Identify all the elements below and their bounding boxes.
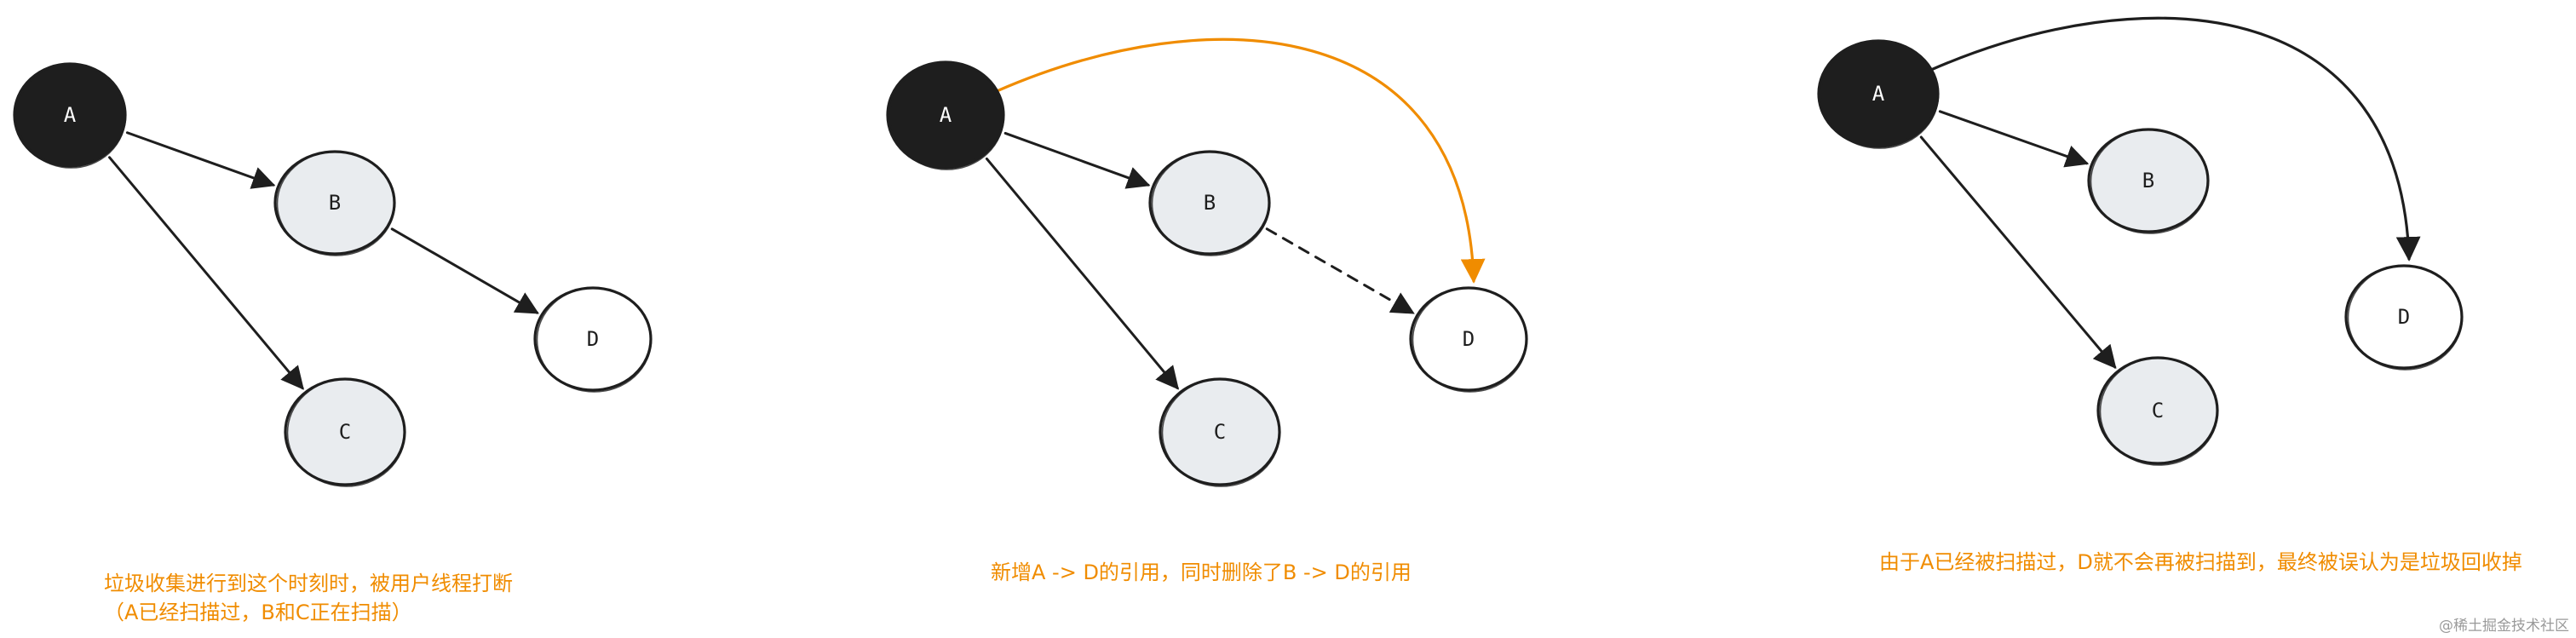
panel-1-edge-a-b [125, 131, 276, 189]
panel-2-node-c-outline [1161, 378, 1281, 487]
panel-3-edge-a-d [1929, 16, 2421, 262]
panel-1-node-a: A [13, 62, 127, 169]
panel-1-node-b-label: B [329, 191, 341, 215]
panel-1-node-c: C [284, 377, 406, 487]
panel-2-edge-a-d [995, 37, 1486, 284]
panel-1-caption-line-2: （A已经扫描过，B和C正在扫描） [104, 601, 412, 624]
panel-1-node-c-outline [286, 378, 406, 487]
panel-2-node-b-outline [1151, 151, 1271, 256]
panel-2-node-d-label: D [1463, 327, 1475, 351]
panel-3-edge-a-b [1938, 110, 2090, 168]
nodes-layer: A B C D A B C D A B C D [13, 39, 2464, 487]
panel-3-node-a-label: A [1872, 82, 1885, 106]
panel-2-node-a: A [886, 60, 1005, 170]
panel-1-node-a-outline [15, 63, 127, 169]
panel-2-edge-a-c [985, 157, 1179, 390]
panel-1-node-c-label: C [339, 420, 351, 444]
panel-1-node-d: D [533, 286, 653, 393]
panel-1-caption-line-1: 垃圾收集进行到这个时刻时，被用户线程打断 [104, 572, 513, 595]
panel-2-node-b: B [1148, 150, 1271, 256]
panel-2-node-c-label: C [1214, 420, 1226, 444]
panel-3-node-b: B [2087, 128, 2210, 234]
panel-2-edge-b-d [1265, 227, 1415, 314]
panel-3-node-d: D [2344, 264, 2464, 371]
panel-2-node-b-label: B [1204, 191, 1216, 215]
panel-3-edge-a-c [1919, 135, 2117, 370]
panel-1-node-b: B [273, 150, 396, 256]
panel-3-caption-line-1: 由于A已经被扫描过，D就不会再被扫描到，最终被误认为是垃圾回收掉 [1879, 550, 2522, 574]
panel-2-node-c: C [1159, 377, 1281, 487]
panel-1-node-b-outline [276, 151, 396, 256]
panel-2-caption: 新增A -> D的引用，同时删除了B -> D的引用 [991, 558, 1412, 587]
panel-3-node-b-label: B [2142, 169, 2154, 193]
panel-1-node-d-label: D [587, 327, 599, 351]
panel-2-edge-a-b [1003, 131, 1151, 189]
panel-2-node-a-label: A [940, 103, 952, 127]
panel-1-edge-b-d [390, 227, 539, 314]
panel-2-caption-line-1: 新增A -> D的引用，同时删除了B -> D的引用 [991, 560, 1412, 584]
panel-3-node-b-outline [2090, 129, 2210, 234]
panel-2-node-d-outline [1412, 287, 1528, 393]
panel-2-node-a-outline [888, 61, 1005, 170]
panel-3-node-a: A [1817, 39, 1940, 149]
panel-1-caption: 垃圾收集进行到这个时刻时，被用户线程打断 （A已经扫描过，B和C正在扫描） [104, 569, 513, 627]
panel-3-node-a-outline [1820, 40, 1940, 149]
panel-3-node-d-outline [2347, 265, 2464, 371]
panel-3-node-c: C [2096, 356, 2219, 466]
panel-3-node-d-label: D [2398, 305, 2410, 329]
panel-1-node-d-outline [536, 287, 653, 393]
panel-1-node-a-label: A [64, 103, 77, 127]
panel-1-edge-a-c [108, 156, 304, 390]
panel-3-node-c-label: C [2152, 399, 2164, 422]
edges-layer [108, 16, 2421, 390]
watermark: @稀土掘金技术社区 [2439, 618, 2569, 635]
panel-3-node-c-outline [2099, 357, 2219, 466]
panel-3-caption: 由于A已经被扫描过，D就不会再被扫描到，最终被误认为是垃圾回收掉 [1879, 548, 2522, 577]
panel-2-node-d: D [1409, 286, 1528, 393]
